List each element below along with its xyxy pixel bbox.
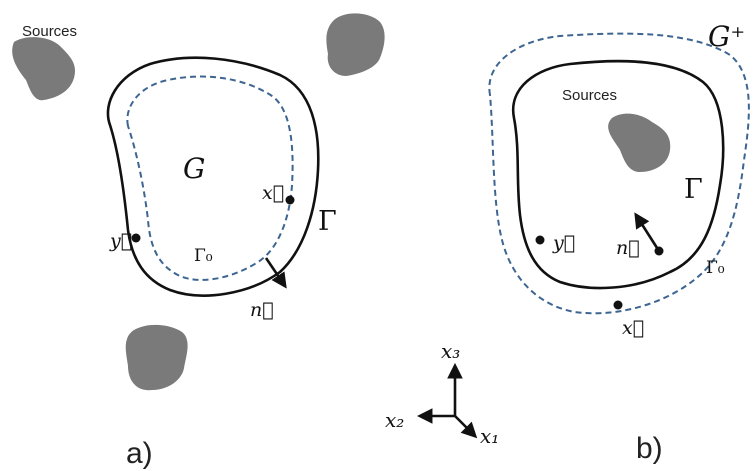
panel-b-gamma-label: Γ [684,174,703,205]
panel-a-normal-arrow [264,257,287,289]
panel-b-gamma0-label: Γ₀ [706,258,725,278]
panel-a-source-top-left [12,37,76,101]
panel-a-source-bottom [125,324,188,391]
panel-b-boundary-gamma [511,59,725,290]
panel-a-normal-label: n⃗ [250,299,274,321]
panel-b-domain-label: G⁺ [708,20,745,53]
panel-b-point-x-label: x⃗ [622,317,644,339]
panel-a-point-x-label: x⃗ [262,182,284,204]
panel-b-source [608,113,671,172]
axis-x2-label: x₂ [385,408,404,432]
axis-x1-arrow [454,415,478,439]
panel-a-boundary-gamma [106,56,320,297]
panel-a-source-top-right [326,13,385,77]
panel-b-point-y [535,235,545,245]
panel-a-domain-label: G [183,152,205,185]
panel-b-sources-label: Sources [562,87,617,104]
panel-a-point-y-label: y⃗ [109,230,132,252]
panel-a-point-y [131,233,141,243]
panel-a-gamma0-label: Γ₀ [194,246,213,266]
panel-b-point-y-label: y⃗ [552,232,575,254]
panel-a-point-x [285,195,295,205]
panel-a-sources-label: Sources [22,23,77,40]
axis-x1-label: x₁ [480,424,499,448]
panel-b-label: b) [636,432,663,465]
panel-a-label: a) [126,437,153,470]
panel-b-boundary-gamma0 [488,32,750,315]
panel-b: G⁺ Sources Γ y⃗ n⃗ Γ₀ x⃗ b) [488,20,750,465]
panel-a: Sources G x⃗ y⃗ Γ₀ Γ n⃗ a) [12,13,385,470]
panel-b-normal-label: n⃗ [616,237,640,259]
panel-a-gamma-label: Γ [318,206,337,237]
panel-b-point-x [613,300,623,310]
panel-a-boundary-gamma0 [126,75,294,281]
coordinate-axes: x₃ x₂ x₁ [385,339,499,448]
axis-x3-label: x₃ [441,339,460,363]
panel-b-normal-arrow [634,212,661,252]
